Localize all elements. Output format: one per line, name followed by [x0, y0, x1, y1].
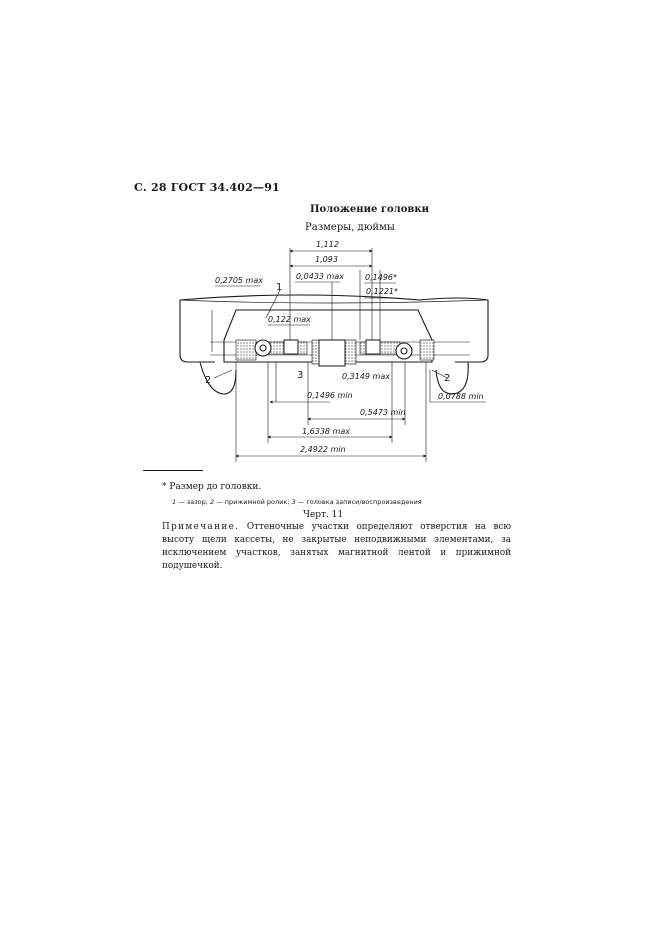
legend-text-2: — прижимной ролик; — [214, 498, 292, 506]
callout-2-right: 2 — [444, 373, 450, 384]
pinch-rollers — [199, 339, 469, 395]
dim-0122-max: 0,122 max — [268, 315, 311, 324]
page-header: С. 28 ГОСТ 34.402—91 — [134, 181, 280, 194]
technical-drawing: 1,112 1,093 0,2705 max 0,0433 max 0,1496… — [179, 240, 489, 462]
dim-24922-min: 2,4922 min — [300, 445, 346, 454]
note-text: Оттеночные участки определяют отверстия … — [162, 522, 511, 571]
figure-title: Положение головки — [310, 204, 429, 215]
dimension-lines — [213, 249, 486, 458]
chart-number: Черт. 11 — [303, 510, 344, 520]
dim-01221-star: 0,1221* — [366, 287, 398, 296]
callout-1: 1 — [276, 282, 282, 293]
head-assembly — [283, 339, 381, 367]
footnote-rule — [143, 470, 203, 471]
extension-lines — [211, 248, 431, 462]
callout-3: 3 — [297, 370, 303, 381]
note-label: Примечание. — [162, 522, 240, 532]
footnote: * Размер до головки. — [162, 482, 262, 492]
dim-00433-max: 0,0433 max — [296, 272, 344, 281]
legend-text-3: — головка записи/воспроизведения — [295, 498, 422, 506]
legend-num-2: 2 — [210, 498, 215, 506]
dim-16338-max: 1,6338 max — [302, 427, 350, 436]
figure-subtitle: Размеры, дюймы — [305, 222, 395, 233]
note-paragraph: Примечание. Оттеночные участки определяю… — [162, 521, 511, 573]
dim-05473-min: 0,5473 min — [360, 408, 406, 417]
dim-00788-min: 0,0788 min — [438, 392, 484, 401]
dim-03149-max: 0,3149 max — [342, 372, 390, 381]
figure-legend: 1 — зазор; 2 — прижимной ролик; 3 — голо… — [172, 498, 422, 506]
dim-01496-star: 0,1496* — [365, 273, 397, 282]
legend-num-3: 3 — [291, 498, 296, 506]
dim-02705-max: 0,2705 max — [215, 276, 263, 285]
legend-num-1: 1 — [172, 498, 177, 506]
dim-1112: 1,112 — [316, 240, 339, 249]
legend-text-1: — зазор; — [176, 498, 211, 506]
dim-01496-min: 0,1496 min — [307, 391, 353, 400]
callout-2-left: 2 — [205, 375, 211, 386]
dim-1093: 1,093 — [315, 255, 338, 264]
